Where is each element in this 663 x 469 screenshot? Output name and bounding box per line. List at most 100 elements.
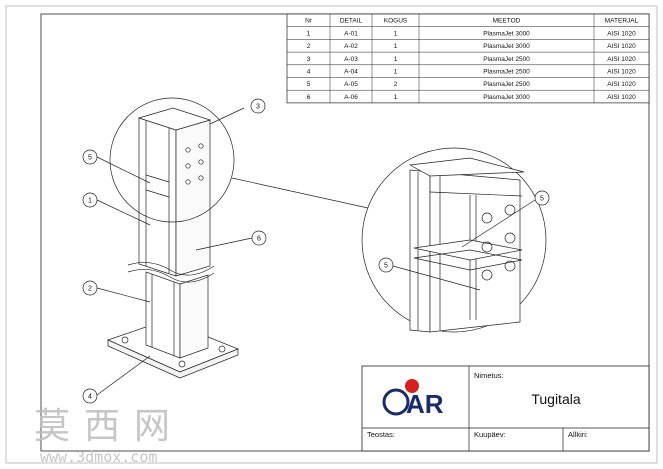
bom-cell: AISI 1020 bbox=[607, 68, 636, 75]
logo-gear-icon bbox=[382, 388, 410, 416]
balloon: 5 bbox=[378, 257, 394, 273]
company-logo: AR bbox=[382, 379, 444, 419]
bom-cell: 3 bbox=[307, 56, 311, 63]
bom-cell: A-04 bbox=[344, 68, 358, 75]
detail-bolt bbox=[481, 241, 493, 253]
bom-cell: PlasmaJet 2500 bbox=[483, 81, 530, 88]
column-lower-side bbox=[179, 274, 209, 359]
column-upper-front bbox=[138, 117, 177, 277]
bom-cell: PlasmaJet 2500 bbox=[483, 56, 530, 63]
detail-bolt bbox=[504, 260, 516, 272]
detail-bolt bbox=[481, 212, 493, 224]
balloon-label: 5 bbox=[88, 155, 92, 162]
leader bbox=[96, 287, 151, 303]
balloon-label: 4 bbox=[88, 394, 92, 401]
bom-cell: 6 bbox=[307, 94, 311, 101]
bom-cell: 1 bbox=[394, 94, 398, 101]
watermark-url: www.3dmox.com bbox=[40, 448, 157, 466]
bom-cell: 1 bbox=[394, 56, 398, 63]
balloon-label: 6 bbox=[257, 236, 261, 243]
balloons-main: 3 5 1 6 2 4 bbox=[82, 98, 267, 404]
leader bbox=[209, 107, 245, 125]
watermark-chinese: 莫西网 bbox=[34, 406, 184, 447]
base-plate-edge bbox=[107, 339, 239, 379]
bom-cell: AISI 1020 bbox=[607, 94, 636, 101]
balloon-label: 2 bbox=[88, 286, 92, 293]
bom-cell: A-01 bbox=[344, 30, 358, 37]
base-hole bbox=[121, 336, 129, 344]
bolt-hole bbox=[198, 159, 204, 165]
bom-cell: PlasmaJet 2500 bbox=[483, 68, 530, 75]
detail-stiffener bbox=[413, 249, 523, 271]
detail-bolt bbox=[481, 269, 493, 281]
balloon: 3 bbox=[250, 98, 266, 114]
bom-header: MEETOD bbox=[493, 18, 521, 25]
logo-cog-icon bbox=[405, 379, 419, 393]
bom-cell: AISI 1020 bbox=[607, 81, 636, 88]
bom-cell: A-06 bbox=[344, 94, 358, 101]
bom-cell: A-02 bbox=[344, 43, 358, 50]
bom-header: MATERJAL bbox=[605, 18, 639, 25]
balloon-label: 3 bbox=[256, 104, 260, 111]
bolt-hole bbox=[185, 163, 191, 169]
bom-cell: AISI 1020 bbox=[607, 43, 636, 50]
leader bbox=[195, 237, 253, 251]
balloon: 5 bbox=[82, 149, 98, 165]
break-line bbox=[127, 262, 215, 276]
balloons-detail: 5 5 bbox=[378, 190, 550, 273]
bom-cell: 1 bbox=[394, 68, 398, 75]
column-isometric-view bbox=[96, 97, 369, 396]
bom-header: KOGUS bbox=[384, 18, 408, 25]
base-hole bbox=[218, 345, 226, 353]
watermark: 莫西网 www.3dmox.com bbox=[34, 406, 184, 466]
bolt-hole bbox=[185, 147, 191, 153]
bom-cell: 1 bbox=[307, 30, 311, 37]
bom-cell: A-05 bbox=[344, 81, 358, 88]
leader bbox=[96, 355, 151, 396]
bom-cell: A-03 bbox=[344, 56, 358, 63]
detail-circle-small bbox=[109, 97, 235, 223]
detail-circle-large bbox=[361, 147, 547, 333]
bolt-hole bbox=[198, 143, 204, 149]
date-label: Kuupäev: bbox=[474, 430, 506, 439]
base-hole bbox=[178, 360, 186, 368]
outer-border bbox=[5, 5, 658, 464]
bom-cell: 2 bbox=[307, 43, 311, 50]
balloon: 4 bbox=[82, 388, 98, 404]
stiffener bbox=[145, 174, 170, 183]
bom-cell: 1 bbox=[394, 30, 398, 37]
balloon: 6 bbox=[251, 230, 267, 246]
logo-text: AR bbox=[406, 389, 444, 419]
balloon: 5 bbox=[534, 190, 550, 206]
author-label: Teostas: bbox=[367, 430, 395, 439]
detail-bolt bbox=[504, 204, 516, 216]
break-line bbox=[127, 269, 215, 283]
detail-view bbox=[361, 147, 547, 333]
bom-cell: 2 bbox=[394, 81, 398, 88]
bom-cell: PlasmaJet 3000 bbox=[483, 94, 530, 101]
bom-cell: PlasmaJet 3000 bbox=[483, 43, 530, 50]
leader bbox=[96, 199, 151, 226]
detail-top-cap bbox=[408, 157, 525, 177]
bom-cell: 5 bbox=[307, 81, 311, 88]
drawing-name: Tugitala bbox=[531, 391, 581, 407]
stiffener bbox=[145, 189, 170, 198]
detail-bolt bbox=[504, 232, 516, 244]
balloon-label: 5 bbox=[384, 263, 388, 270]
balloon-label: 5 bbox=[540, 196, 544, 203]
name-label: Nimetus: bbox=[474, 371, 504, 380]
balloon-label: 1 bbox=[88, 198, 92, 205]
bom-header: DETAIL bbox=[340, 18, 363, 25]
balloon: 2 bbox=[82, 280, 98, 296]
column-upper-side bbox=[175, 119, 211, 277]
title-block: AR Nimetus: Tugitala Teostas: Kuupäev: A… bbox=[361, 365, 650, 452]
bom-cell: AISI 1020 bbox=[607, 56, 636, 63]
leader bbox=[392, 265, 481, 291]
leader bbox=[461, 199, 536, 248]
bom-frame bbox=[286, 13, 650, 104]
bom-cell: 1 bbox=[394, 43, 398, 50]
bom-cell: PlasmaJet 3000 bbox=[483, 30, 530, 37]
